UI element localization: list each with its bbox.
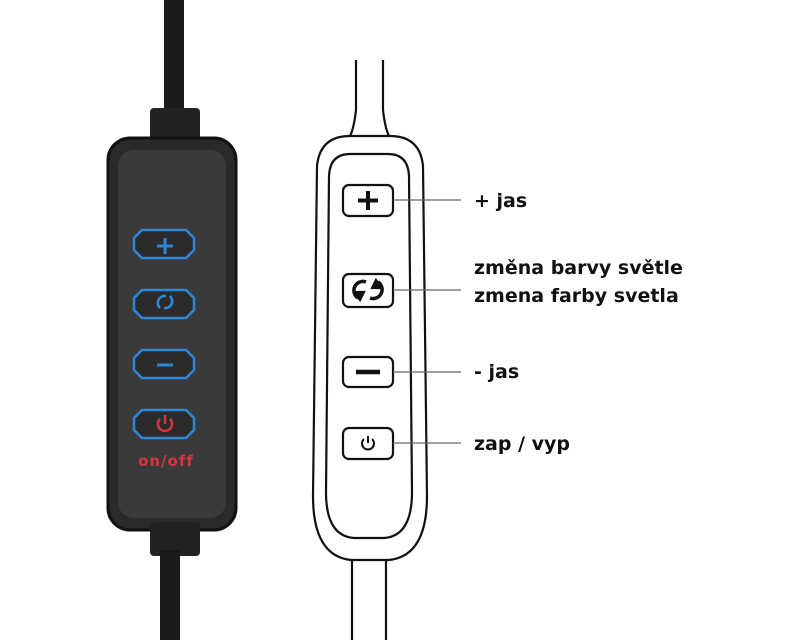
diagram-plus-button [341,183,395,218]
label-power: zap / vyp [474,433,571,455]
device-photo [106,0,238,640]
photo-minus-button [132,348,196,380]
label-brightness-down: - jas [474,361,520,383]
photo-color-button [132,288,196,320]
diagram-color-button [341,272,395,309]
label-color-change-cz: změna barvy světle [474,257,683,279]
photo-power-button [132,408,196,440]
label-color-change-sk: zmena farby svetla [474,285,679,307]
photo-plus-button [132,228,196,260]
diagram-power-button [341,426,395,461]
power-label: on/off [138,452,194,470]
label-brightness-up: + jas [474,190,528,212]
device-diagram [311,60,461,640]
diagram-minus-button [341,355,395,389]
